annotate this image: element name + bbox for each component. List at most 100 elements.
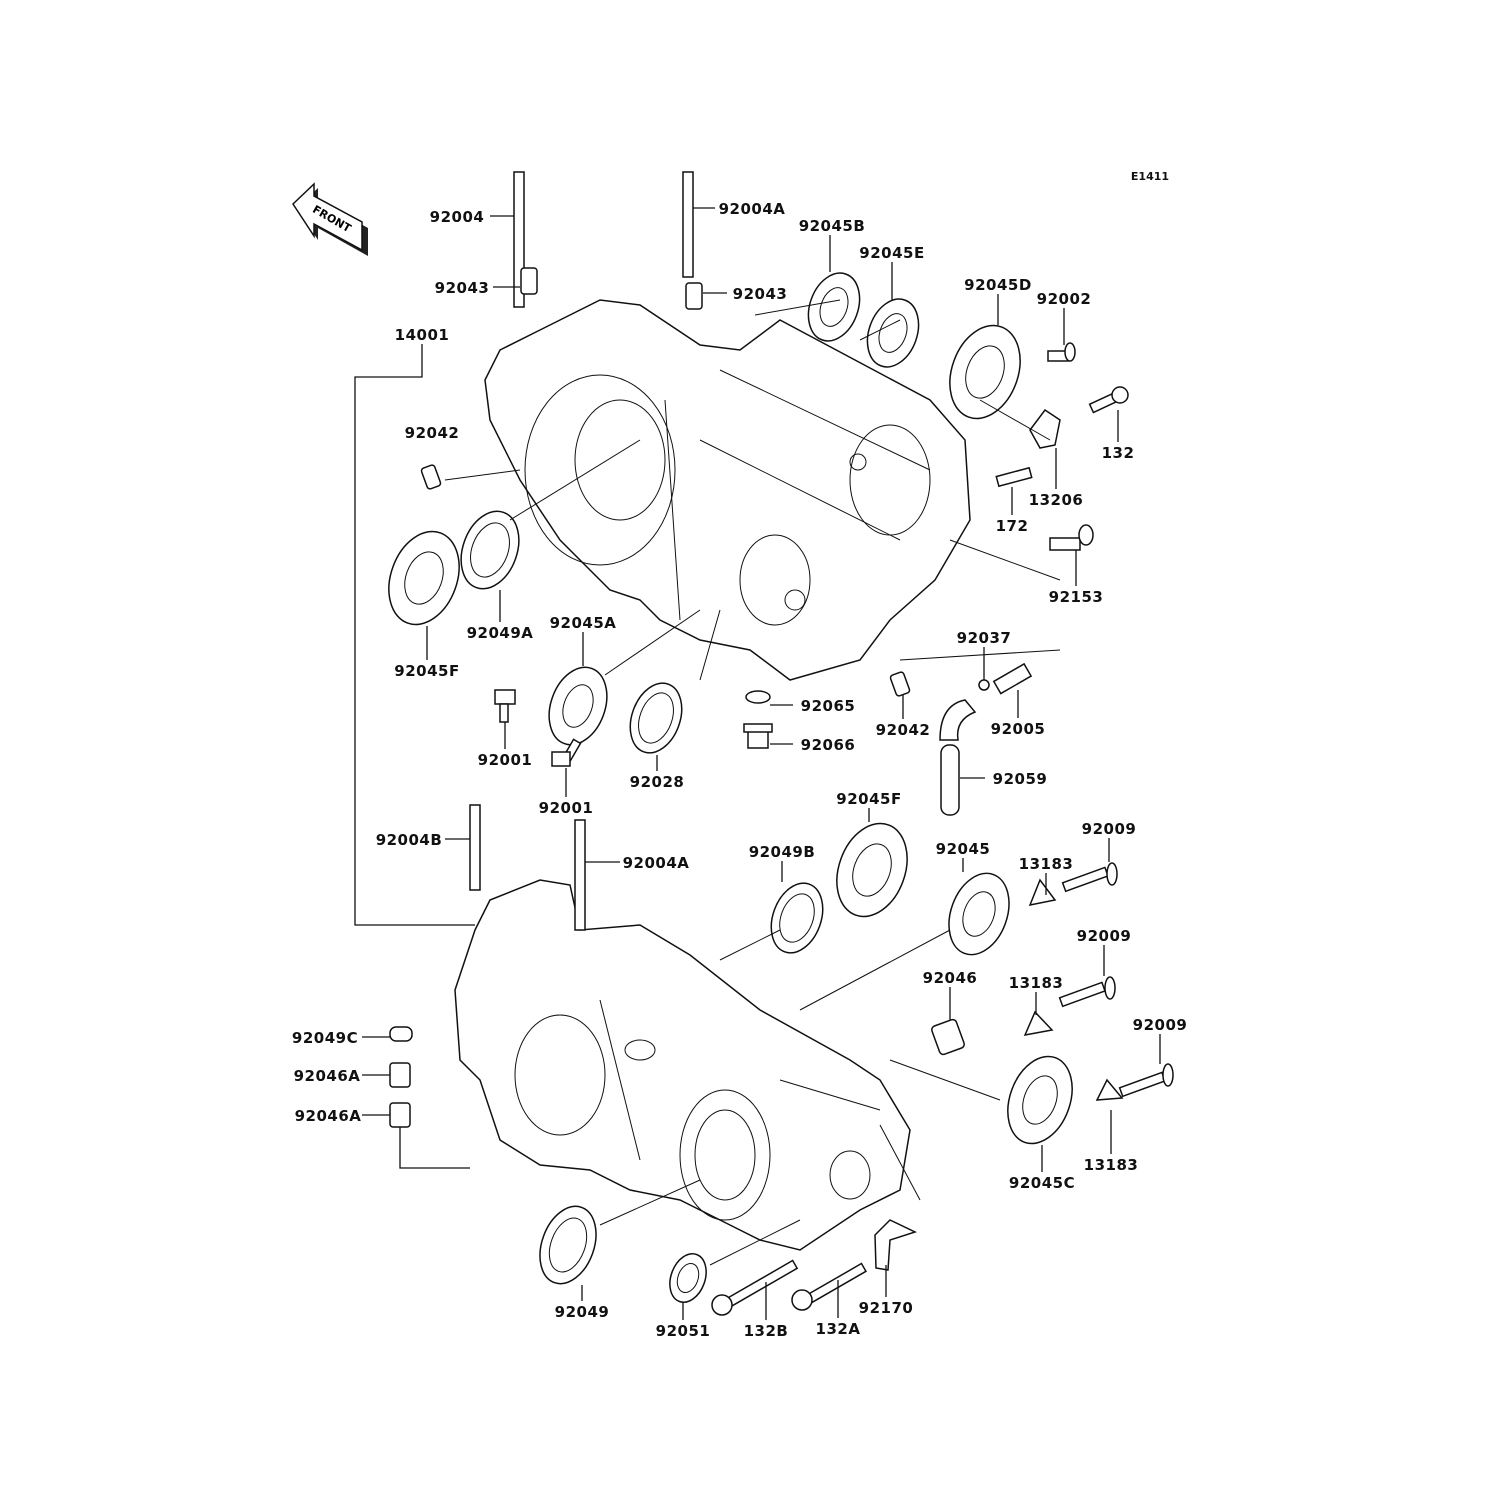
washer-92065 (745, 690, 771, 704)
callout-92045E: 92045E (859, 244, 924, 262)
callout-92004: 92004 (430, 208, 485, 226)
callout-labels: 92004 92004A 92045B 92045E 92043 92043 9… (292, 200, 1187, 1340)
bearing-92045A (548, 666, 608, 746)
collar-92049C (389, 1026, 413, 1042)
front-arrow-icon: FRONT (292, 182, 368, 256)
callout-92051: 92051 (656, 1322, 711, 1340)
callout-92042b: 92042 (876, 721, 931, 739)
stud-172 (995, 466, 1033, 488)
bearing-92045C (1007, 1055, 1073, 1145)
callout-92043b: 92043 (733, 285, 788, 303)
callout-14001: 14001 (395, 326, 450, 344)
callout-92028: 92028 (630, 773, 685, 791)
callout-92153: 92153 (1049, 588, 1104, 606)
upper-crankcase (484, 299, 971, 681)
hose-92059 (940, 744, 960, 816)
callout-92045: 92045 (936, 840, 991, 858)
callout-92037: 92037 (957, 629, 1012, 647)
bearing-92045E (866, 298, 920, 368)
callout-92045F: 92045F (394, 662, 459, 680)
callout-92042: 92042 (405, 424, 460, 442)
callout-92059: 92059 (993, 770, 1048, 788)
bolt-92009-1 (1061, 862, 1118, 893)
bolt-132B (711, 1259, 799, 1316)
callout-92046A-b: 92046A (295, 1107, 362, 1125)
callout-92049: 92049 (555, 1303, 610, 1321)
stud-92004B (469, 804, 481, 891)
callout-13206: 13206 (1029, 491, 1084, 509)
bolt-132 (1088, 386, 1129, 414)
sensor-92153 (1049, 524, 1094, 551)
stud-92004 (513, 171, 525, 308)
callout-92045C: 92045C (1009, 1174, 1075, 1192)
callout-92043: 92043 (435, 279, 490, 297)
callout-92002: 92002 (1037, 290, 1092, 308)
leader-lines (354, 207, 1161, 1320)
clamp-92170 (874, 1219, 918, 1271)
callout-132A: 132A (816, 1320, 861, 1338)
callout-92004B: 92004B (376, 831, 443, 849)
bolt-92009-2 (1058, 976, 1116, 1008)
seal-92049 (539, 1205, 597, 1285)
callout-92001b: 92001 (539, 799, 594, 817)
callout-92045D: 92045D (964, 276, 1032, 294)
plate-13183-2 (1023, 1010, 1054, 1036)
callout-92045B: 92045B (799, 217, 866, 235)
plate-13206 (1029, 408, 1061, 449)
bearing-92046A (389, 1062, 411, 1088)
plug-92066 (743, 723, 773, 749)
bolt-132A (791, 1262, 867, 1311)
callout-92066: 92066 (801, 736, 856, 754)
bolt-92001 (494, 689, 516, 723)
bearing-92045D (949, 324, 1021, 420)
stud-92004A-lower (574, 819, 586, 931)
callout-92049A: 92049A (467, 624, 534, 642)
lower-crankcase (454, 879, 911, 1251)
callout-13183-1: 13183 (1019, 855, 1074, 873)
bushing-92028 (629, 682, 683, 754)
callout-92009-3: 92009 (1133, 1016, 1188, 1034)
callout-92009-2: 92009 (1077, 927, 1132, 945)
callout-92045F-lower: 92045F (836, 790, 901, 808)
bolt-92001b (551, 738, 582, 767)
callout-92004A: 92004A (719, 200, 786, 218)
bearing-92045B (807, 272, 861, 342)
bearing-92045 (948, 872, 1010, 956)
callout-92005: 92005 (991, 720, 1046, 738)
fitting-92005 (992, 662, 1033, 695)
callout-92046A: 92046A (294, 1067, 361, 1085)
clip-92037 (978, 679, 990, 691)
callout-13183-2: 13183 (1009, 974, 1064, 992)
callout-172: 172 (996, 517, 1029, 535)
diagram-code: E1411 (1131, 170, 1169, 183)
dowel-92043b (685, 282, 703, 310)
callout-92009-1: 92009 (1082, 820, 1137, 838)
callout-13183-3: 13183 (1084, 1156, 1139, 1174)
callout-92004A-lower: 92004A (623, 854, 690, 872)
bearing-92045F-lower (836, 822, 908, 918)
hose-elbow (939, 699, 977, 741)
bearing-92046 (931, 1018, 965, 1056)
callout-92170: 92170 (859, 1299, 914, 1317)
dowel-92043 (520, 267, 538, 295)
bearing-92045F (388, 530, 460, 626)
bearing-92046A-b (389, 1102, 411, 1128)
plate-13183-1 (1028, 878, 1057, 907)
callout-132: 132 (1102, 444, 1135, 462)
seal-92049A (460, 510, 520, 590)
bolt-92002 (1047, 342, 1076, 362)
dowel-92042b (889, 671, 911, 697)
callout-92045A: 92045A (550, 614, 617, 632)
seal-92049B (770, 882, 824, 954)
seal-92051 (669, 1253, 707, 1303)
dowel-92042 (420, 464, 442, 490)
plate-13183-3 (1095, 1078, 1124, 1101)
callout-92046: 92046 (923, 969, 978, 987)
callout-132B: 132B (744, 1322, 789, 1340)
bolt-92009-3 (1118, 1063, 1174, 1098)
callout-92049B: 92049B (749, 843, 816, 861)
callout-92065: 92065 (801, 697, 856, 715)
callout-92049C: 92049C (292, 1029, 358, 1047)
callout-92001: 92001 (478, 751, 533, 769)
